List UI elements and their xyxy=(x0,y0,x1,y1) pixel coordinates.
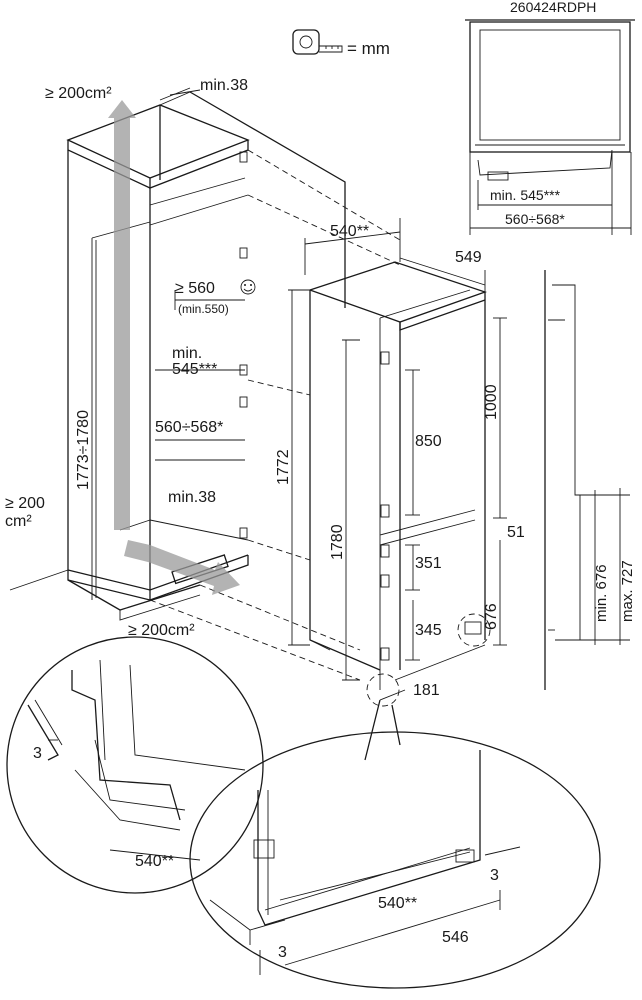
height-345-label: 345 xyxy=(415,622,442,639)
detail-left: 3 540** xyxy=(6,636,264,894)
depth-540-top-label: 540** xyxy=(330,223,369,240)
detail-540b-label: 540** xyxy=(378,895,417,912)
vent-left-a-label: ≥ 200 xyxy=(5,495,45,512)
detail-3a-label: 3 xyxy=(33,745,42,762)
height-181-label: 181 xyxy=(413,682,440,699)
dimension-lines xyxy=(95,87,507,701)
detail-bottom: 3 540** 3 546 xyxy=(189,699,601,989)
airflow-arrows xyxy=(108,100,240,595)
top-view-inset: 260424RDPH min. 545*** 560÷568* xyxy=(465,0,635,235)
height-850-label: 850 xyxy=(415,433,442,450)
vent-top-label: ≥ 200cm² xyxy=(45,85,112,102)
niche-height-label: 1773÷1780 xyxy=(75,410,92,490)
smiley-icon xyxy=(240,279,256,295)
inset-min545-label: min. 545*** xyxy=(490,187,561,203)
side-max727-label: max. 727 xyxy=(619,560,636,622)
airflow-up-arrow xyxy=(108,100,136,530)
vent-bottom-label: ≥ 200cm² xyxy=(128,622,195,639)
appliance-hinges xyxy=(380,351,390,661)
detail-540-label: 540** xyxy=(135,853,174,870)
width-560-sub-label: (min.550) xyxy=(178,302,229,316)
depth-549-label: 549 xyxy=(455,249,482,266)
height-1780-label: 1780 xyxy=(329,524,346,560)
detail-circle-rear xyxy=(457,613,491,647)
min545b-label: 545*** xyxy=(172,361,217,378)
height-676-label: 676 xyxy=(483,603,500,630)
detail-bottom-ellipse xyxy=(189,731,601,989)
appliance-body xyxy=(307,261,491,707)
min38-top-label: min.38 xyxy=(200,77,248,94)
drawing-code: 260424RDPH xyxy=(510,0,596,15)
height-1000-label: 1000 xyxy=(483,384,500,420)
unit-legend-text: = mm xyxy=(347,39,390,58)
detail-546-label: 546 xyxy=(442,929,469,946)
detail-left-circle xyxy=(6,636,264,894)
main-labels: ≥ 200cm² min.38 540** 549 ≥ 560 (min.550… xyxy=(5,77,525,699)
min38-bottom-label: min.38 xyxy=(168,489,216,506)
cabinet-niche xyxy=(9,91,401,681)
side-profile: min. 676 max. 727 xyxy=(544,270,636,690)
vent-left-b-label: cm² xyxy=(5,513,32,530)
unit-legend: = mm xyxy=(292,29,390,58)
airflow-in-arrow xyxy=(124,540,240,595)
detail-circle-front xyxy=(366,673,400,707)
min545-label: min. xyxy=(172,345,202,362)
hinge-marks xyxy=(239,151,248,539)
detail-3b-label: 3 xyxy=(490,867,499,884)
range-560-568-label: 560÷568* xyxy=(155,419,223,436)
inset-range-label: 560÷568* xyxy=(505,211,565,227)
height-351-label: 351 xyxy=(415,555,442,572)
height-1772-label: 1772 xyxy=(275,449,292,485)
side-min676-label: min. 676 xyxy=(593,564,610,622)
width-560-label: ≥ 560 xyxy=(175,280,215,297)
tape-measure-icon xyxy=(292,29,343,55)
height-51-label: 51 xyxy=(507,524,525,541)
detail-3c-label: 3 xyxy=(278,944,287,961)
